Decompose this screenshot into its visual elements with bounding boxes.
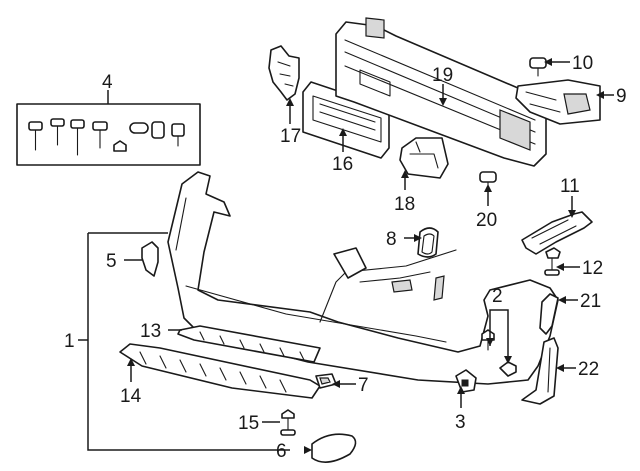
callout-8: 8: [386, 229, 397, 250]
callout-4: 4: [102, 72, 113, 93]
callout-13: 13: [140, 321, 161, 342]
callout-1: 1: [64, 331, 75, 352]
part-4-fastener-kit: [16, 90, 201, 166]
part-18-sensor-bracket: [399, 137, 449, 179]
part-11-bracket: [521, 211, 593, 255]
part-15-bolt: [280, 409, 296, 436]
part-12-bolt: [544, 247, 561, 276]
part-9-side-bracket: [515, 79, 601, 125]
callout-16: 16: [332, 154, 353, 175]
part-8-ring: [417, 227, 439, 258]
part-2-push-pins: [481, 329, 517, 377]
callout-22: 22: [578, 359, 599, 380]
part-21-trim: [539, 293, 559, 335]
callout-15: 15: [238, 413, 259, 434]
part-19-reinforcement-bar: [335, 17, 547, 167]
callout-19: 19: [432, 65, 453, 86]
part-10-bolt: [529, 57, 547, 77]
callout-17: 17: [280, 126, 301, 147]
part-5-bracket: [141, 241, 159, 277]
callout-20: 20: [476, 210, 497, 231]
part-17-bracket: [268, 45, 300, 101]
part-13-absorber: [177, 325, 321, 363]
callout-18: 18: [394, 194, 415, 215]
callout-9: 9: [616, 86, 627, 107]
part-20-bolt: [479, 171, 497, 191]
part-1-bumper-cover: [167, 171, 559, 385]
leader-lines: [78, 58, 614, 454]
callout-12: 12: [582, 258, 603, 279]
callout-6: 6: [276, 441, 287, 462]
callout-3: 3: [455, 412, 466, 433]
part-22-strip: [521, 337, 559, 405]
callout-11: 11: [560, 176, 580, 197]
callout-21: 21: [580, 291, 601, 312]
callout-14: 14: [120, 386, 142, 407]
part-6-tow-cover: [311, 433, 357, 463]
part-7-clip: [315, 373, 337, 389]
callout-2: 2: [492, 286, 503, 307]
callout-10: 10: [572, 53, 593, 74]
callout-labels: 4 17 16 19 10 9 18 20 11 8 5 12 2 21 1 1…: [64, 53, 627, 462]
callout-7: 7: [358, 375, 369, 396]
callout-5: 5: [106, 251, 117, 272]
